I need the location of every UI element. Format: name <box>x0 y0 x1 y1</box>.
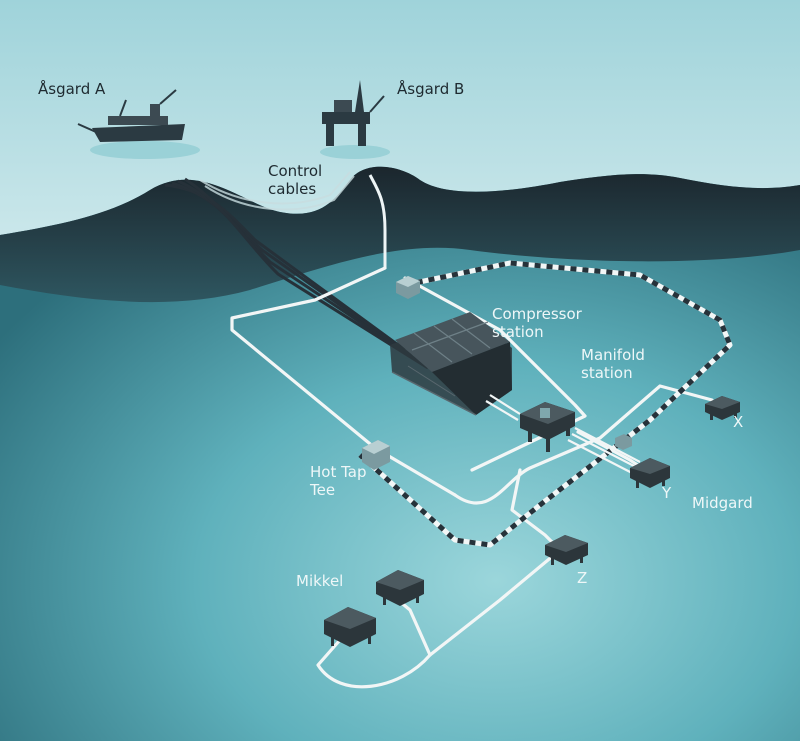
platform-reflection <box>320 145 390 159</box>
well-z-label: Z <box>577 569 587 587</box>
mikkel-label: Mikkel <box>296 572 343 590</box>
well-y-label: Y <box>662 484 671 502</box>
well-x-label: X <box>733 413 743 431</box>
midgard-label: Midgard <box>692 494 753 512</box>
asgard-a-label: Åsgard A <box>38 80 105 98</box>
compressor-station-label: Compressor station <box>492 305 582 341</box>
control-cables-label: Control cables <box>268 162 322 198</box>
manifold-station-label: Manifold station <box>581 346 645 382</box>
asgard-b-label: Åsgard B <box>397 80 464 98</box>
hot-tap-tee-label: Hot Tap Tee <box>310 463 367 499</box>
vessel-reflection <box>90 141 200 159</box>
